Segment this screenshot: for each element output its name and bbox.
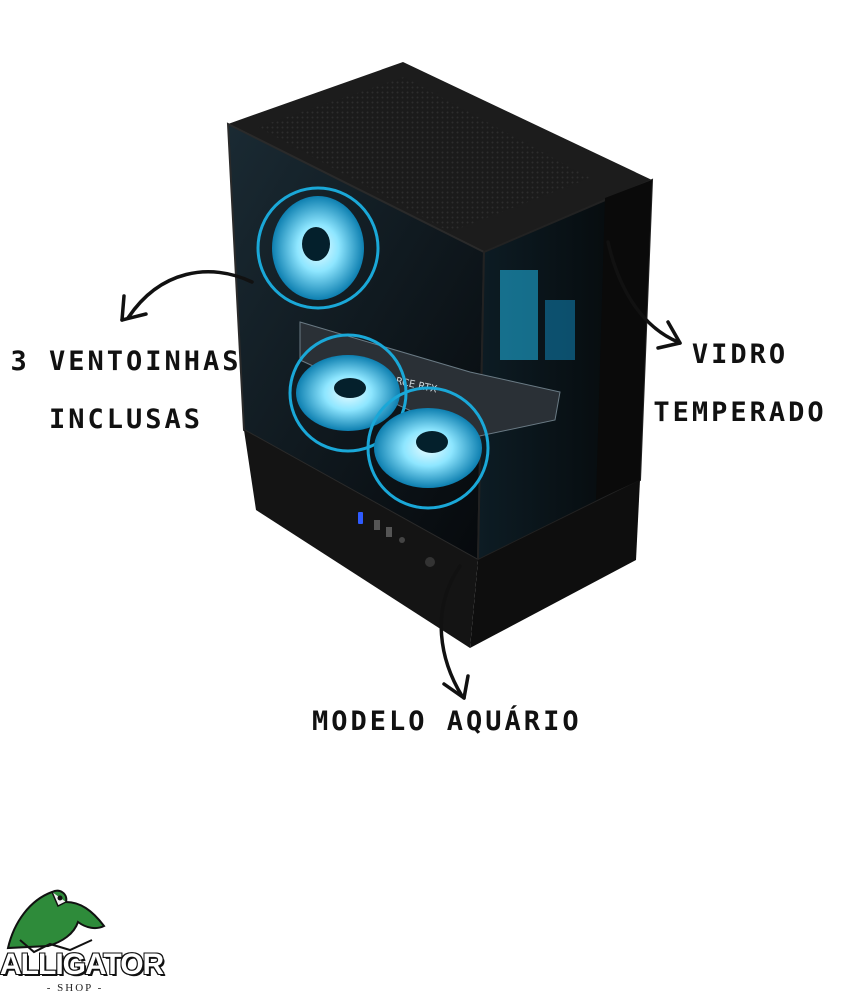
power-button — [425, 557, 435, 567]
model-callout: MODELO AQUÁRIO — [312, 696, 582, 748]
usb-port-2 — [386, 527, 392, 537]
logo-wordmark: ALLIGATOR — [0, 947, 165, 982]
ram-glow — [500, 270, 538, 360]
audio-jack — [399, 537, 405, 543]
fans-callout-line1: 3 VENTOINHAS — [10, 346, 242, 377]
usb-c-port — [358, 512, 363, 524]
arrow-to-bottom — [439, 564, 470, 700]
fans-callout: 3 VENTOINHAS INCLUSAS — [10, 333, 242, 449]
fan-top — [256, 186, 380, 310]
arrow-to-fans — [120, 270, 254, 322]
arrow-to-glass — [606, 240, 682, 350]
cooler-glow — [545, 300, 575, 360]
case-top-mesh — [258, 77, 590, 232]
model-callout-line1: MODELO AQUÁRIO — [312, 706, 582, 737]
glass-callout-line1: VIDRO — [691, 339, 789, 370]
front-trim — [596, 180, 652, 500]
fan-bottom-right — [366, 386, 490, 510]
glass-callout-line2: TEMPERADO — [653, 397, 827, 428]
fans-callout-line2: INCLUSAS — [48, 404, 204, 435]
logo-tagline: - SHOP - — [46, 982, 104, 994]
glass-callout: VIDRO TEMPERADO — [640, 326, 840, 442]
usb-port-1 — [374, 520, 380, 530]
case-bottom-front — [470, 480, 640, 648]
alligator-icon — [6, 889, 106, 954]
case-bottom-chassis — [244, 430, 478, 648]
